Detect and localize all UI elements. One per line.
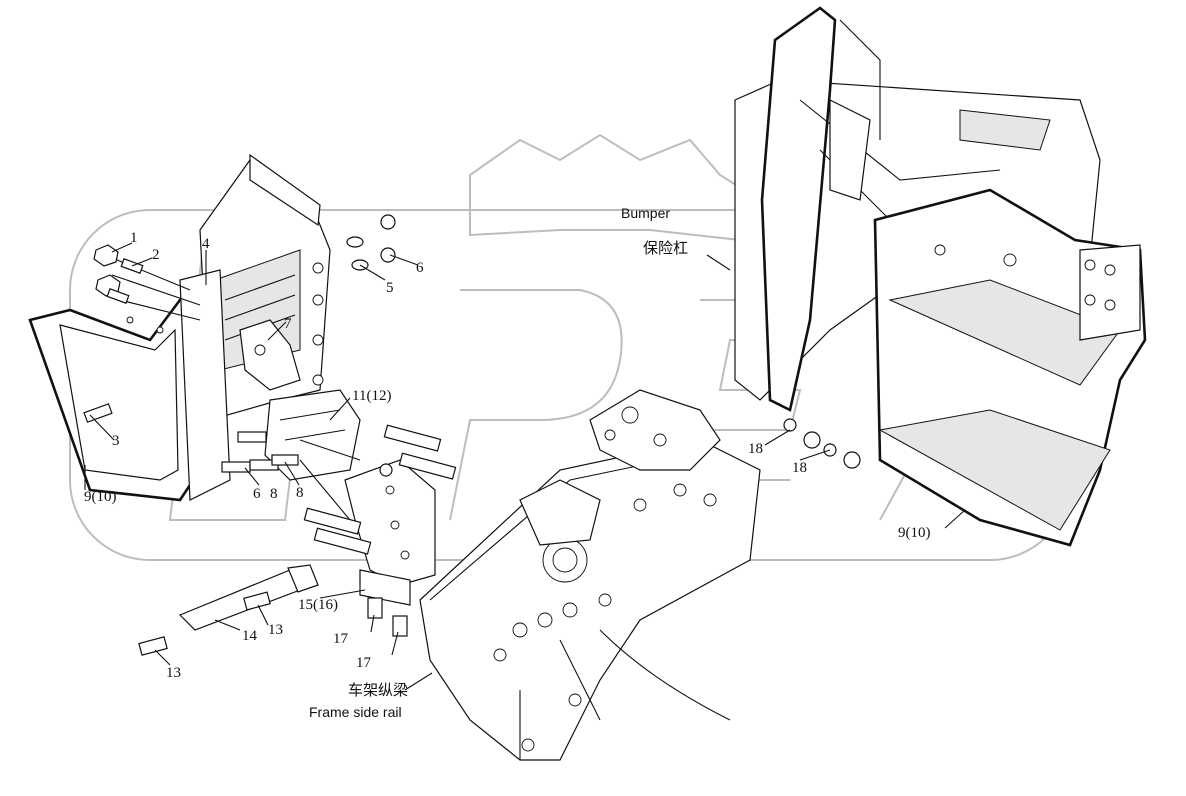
stay-rod xyxy=(138,564,319,656)
callout-17a: 17 xyxy=(333,631,349,647)
callout-1: 1 xyxy=(130,230,138,246)
rail-label-en: Frame side rail xyxy=(309,704,402,720)
bumper-label-cn: 保险杠 xyxy=(643,239,688,257)
callout-9-left: 9(10) xyxy=(84,489,117,505)
callout-9-right: 9(10) xyxy=(898,525,931,541)
callout-18b: 18 xyxy=(792,460,807,476)
callout-13b: 13 xyxy=(166,665,181,681)
callout-4: 4 xyxy=(202,236,210,252)
left-step-bracket xyxy=(28,153,361,502)
leader-lines xyxy=(84,242,966,691)
frame-side-rail xyxy=(419,389,761,761)
callout-8a: 8 xyxy=(270,486,278,502)
fasteners-left xyxy=(83,214,396,521)
callout-18a: 18 xyxy=(748,441,763,457)
callout-13a: 13 xyxy=(268,622,283,638)
callout-7: 7 xyxy=(284,316,292,332)
callout-6b: 6 xyxy=(253,486,261,502)
callout-3: 3 xyxy=(112,433,120,449)
callout-5: 5 xyxy=(386,280,394,296)
callout-15: 15(16) xyxy=(298,597,338,613)
callout-2: 2 xyxy=(152,247,160,263)
rail-label-cn: 车架纵梁 xyxy=(348,681,408,699)
mounting-bracket xyxy=(303,424,457,637)
callout-8b: 8 xyxy=(296,485,304,501)
callout-14: 14 xyxy=(242,628,258,644)
text-labels: Bumper 保险杠 车架纵梁 Frame side rail xyxy=(309,205,688,720)
right-step-assembly xyxy=(783,188,1147,547)
callout-17b: 17 xyxy=(356,655,372,671)
callout-labels: 1 2 3 4 5 6 6 7 8 8 9(10) 9(10) 11(12) 1… xyxy=(84,230,931,681)
bumper-label-en: Bumper xyxy=(621,205,670,221)
callout-11: 11(12) xyxy=(352,388,391,404)
callout-6a: 6 xyxy=(416,260,424,276)
